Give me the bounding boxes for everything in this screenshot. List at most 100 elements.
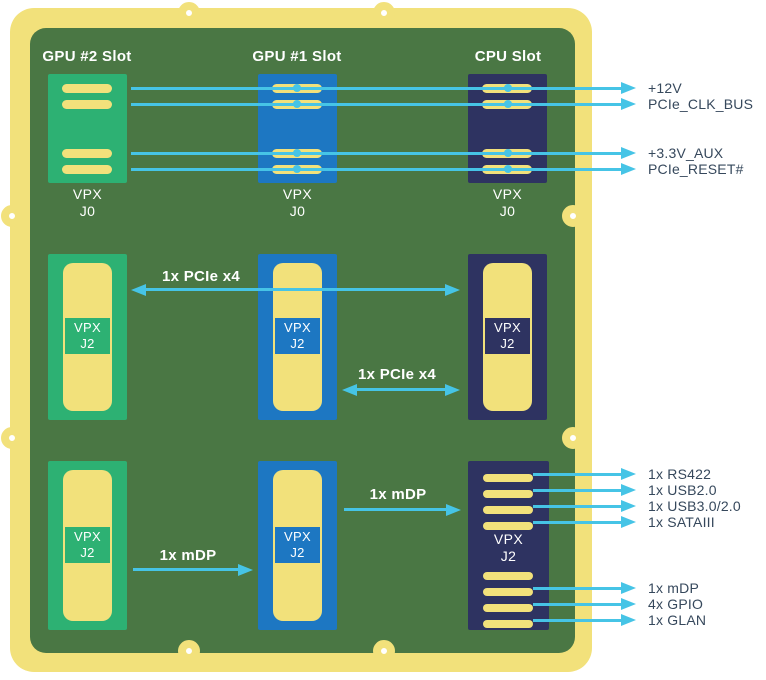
io-line-usb3: [533, 505, 621, 508]
slot-title-gpu1: GPU #1 Slot: [252, 48, 342, 65]
arrowhead-right-icon: [621, 484, 636, 496]
connector-pad: [62, 84, 112, 93]
link-label-gpu2-gpu1-mdp: 1x mDP: [159, 547, 217, 564]
slot-title-gpu2: GPU #2 Slot: [42, 48, 132, 65]
arrowhead-right-icon: [621, 147, 636, 159]
mounting-hole: [562, 205, 584, 227]
bus-tap-dot: [293, 165, 301, 173]
j0-label: J0: [289, 203, 306, 219]
vpx-label: VPX: [494, 320, 521, 335]
vpx-label: VPX: [284, 529, 311, 544]
vpx-label: VPX: [284, 320, 311, 335]
pcie-link-line: [145, 288, 445, 291]
connector-pad: [483, 490, 533, 498]
mdp-link-line: [344, 508, 446, 511]
io-label-sata: 1x SATAIII: [648, 514, 715, 530]
connector-pad: [483, 474, 533, 482]
arrowhead-right-icon: [621, 516, 636, 528]
vpx-label: VPX: [74, 320, 101, 335]
mounting-hole: [1, 205, 23, 227]
arrowhead-right-icon: [445, 284, 460, 296]
j0-label: J0: [79, 203, 96, 219]
signal-label-pcie-reset: PCIe_RESET#: [648, 161, 744, 177]
bus-tap-dot: [504, 149, 512, 157]
j0-label: J0: [499, 203, 516, 219]
mounting-hole: [373, 2, 395, 24]
io-line-glan: [533, 619, 621, 622]
arrowhead-right-icon: [621, 500, 636, 512]
link-label-gpu1-cpu-pcie: 1x PCIe x4: [357, 366, 437, 383]
connector-pad: [483, 604, 533, 612]
bus-tap-dot: [293, 149, 301, 157]
io-label-usb2: 1x USB2.0: [648, 482, 717, 498]
connector-pad: [483, 572, 533, 580]
vpx-label: VPX: [492, 186, 523, 202]
bus-tap-dot: [504, 100, 512, 108]
io-label-rs422: 1x RS422: [648, 466, 712, 482]
arrowhead-right-icon: [621, 98, 636, 110]
arrowhead-right-icon: [621, 614, 636, 626]
vpx-label: VPX: [74, 529, 101, 544]
io-label-glan: 1x GLAN: [648, 612, 707, 628]
connector-pad: [62, 149, 112, 158]
arrowhead-left-icon: [342, 384, 357, 396]
signal-line-12v: [131, 87, 621, 90]
arrowhead-right-icon: [238, 564, 253, 576]
signal-line-3v3aux: [131, 152, 621, 155]
bus-tap-dot: [504, 165, 512, 173]
io-line-usb2: [533, 489, 621, 492]
io-line-gpio: [533, 603, 621, 606]
mounting-hole: [178, 2, 200, 24]
io-label-gpio: 4x GPIO: [648, 596, 704, 612]
connector-pad: [62, 100, 112, 109]
signal-label-pcie-clk: PCIe_CLK_BUS: [648, 96, 754, 112]
pcie-link-line: [356, 388, 445, 391]
io-label-mdp: 1x mDP: [648, 580, 699, 596]
connector-pad: [483, 588, 533, 596]
arrowhead-right-icon: [621, 598, 636, 610]
vpx-label: VPX: [282, 186, 313, 202]
mounting-hole: [373, 640, 395, 662]
connector-pad: [483, 620, 533, 628]
arrowhead-left-icon: [131, 284, 146, 296]
arrowhead-right-icon: [621, 468, 636, 480]
connector-pad: [483, 506, 533, 514]
j2-label: J2: [290, 336, 305, 351]
signal-label-3v3aux: +3.3V_AUX: [648, 145, 724, 161]
mdp-link-line: [133, 568, 238, 571]
bus-tap-dot: [293, 84, 301, 92]
mounting-hole: [178, 640, 200, 662]
link-label-gpu1-cpu-mdp: 1x mDP: [369, 486, 427, 503]
bus-tap-dot: [504, 84, 512, 92]
j2-label: J2: [80, 545, 95, 560]
bus-tap-dot: [293, 100, 301, 108]
io-line-sata: [533, 521, 621, 524]
link-label-gpu2-cpu-pcie: 1x PCIe x4: [161, 268, 241, 285]
io-line-rs422: [533, 473, 621, 476]
j2-label: J2: [500, 548, 517, 564]
io-line-mdp: [533, 587, 621, 590]
j2-label: J2: [80, 336, 95, 351]
signal-line-pcie-reset: [131, 168, 621, 171]
arrowhead-right-icon: [621, 582, 636, 594]
connector-pad: [483, 522, 533, 530]
mounting-hole: [562, 427, 584, 449]
slot-title-cpu: CPU Slot: [474, 48, 542, 65]
vpx-label: VPX: [72, 186, 103, 202]
signal-label-12v: +12V: [648, 80, 682, 96]
connector-pad: [62, 165, 112, 174]
arrowhead-right-icon: [445, 384, 460, 396]
arrowhead-right-icon: [621, 82, 636, 94]
